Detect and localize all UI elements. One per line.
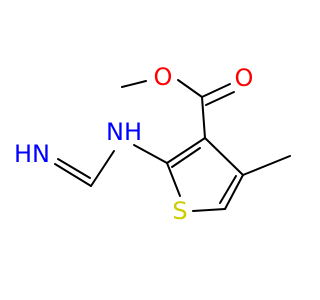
bond-ring-c2-amine [133,144,168,164]
atom-labels: O O NH HN S [14,63,253,225]
molecule-svg: O O NH HN S [14,63,291,225]
carbonyl-oxygen-label: O [235,64,254,92]
sulfur-label: S [172,197,187,225]
molecule-structure-diagram: O O NH HN S [14,63,291,225]
bond-ring-c2-s [166,162,181,197]
bond-carbonyl-double-a [201,83,231,98]
bond-methine-imine-a [54,163,92,187]
bond-methyl-ester-oxygen [121,80,147,88]
bond-methine-imine-b [57,158,91,179]
bond-amine-methine [90,150,115,187]
bond-ring-c3-c2 [166,137,206,164]
bond-ring-c3-c2-inner [171,147,201,168]
bond-ring-s-c5 [192,208,226,212]
imine-hn-label: HN [14,140,50,168]
ester-oxygen-label: O [154,63,173,91]
bond-ester-oxygen-carbonyl-carbon [177,79,203,98]
bond-ring-c4-c5 [224,174,244,210]
bond-lines [54,79,291,212]
bond-ring-c4-methyl [242,155,291,176]
bond-carbonyl-ring-c3 [201,96,206,139]
bond-ring-c4-c5-inner [219,175,237,204]
bond-carbonyl-double-b [205,91,235,106]
amine-nh-label: NH [106,118,142,146]
bond-ring-c3-c4 [204,137,244,176]
